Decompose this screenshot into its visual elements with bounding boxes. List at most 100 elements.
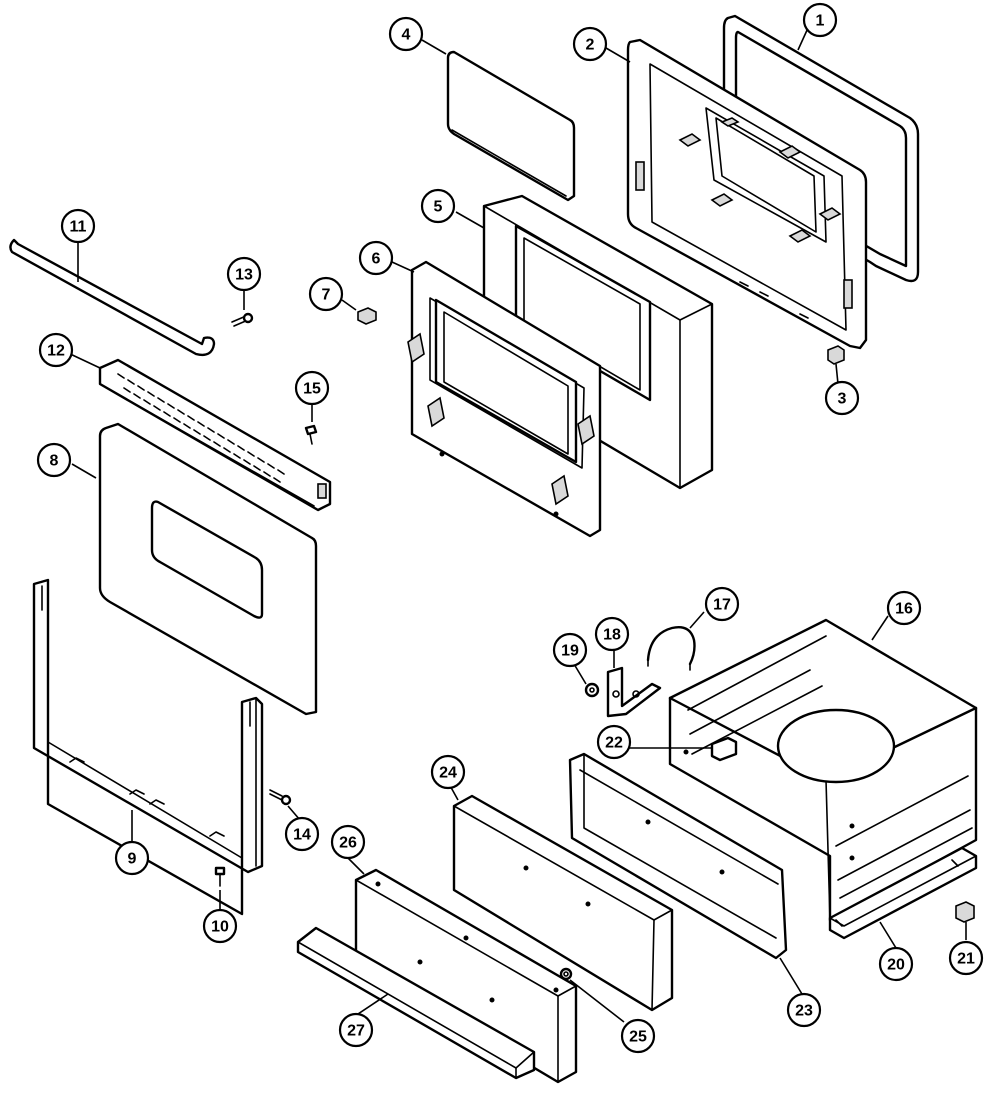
callout-18: 18 <box>594 616 630 652</box>
callout-label: 14 <box>293 827 311 844</box>
callout-circle <box>594 616 630 652</box>
callout-8: 8 <box>36 442 72 478</box>
callout-label: 26 <box>339 835 357 852</box>
callout-circle <box>358 240 394 276</box>
callout-circle <box>878 946 914 982</box>
part-19-nut <box>584 682 600 698</box>
part-18-bracket <box>606 666 662 718</box>
callout-circle <box>114 840 150 876</box>
part-12-vent-trim <box>98 358 332 512</box>
callout-6: 6 <box>358 240 394 276</box>
part-6-door-liner <box>407 260 602 538</box>
part-21-clip <box>955 901 975 923</box>
leader-lines <box>65 27 967 1023</box>
callout-label: 10 <box>211 919 229 936</box>
callout-circle <box>308 276 344 312</box>
part-15-screw <box>304 424 318 445</box>
callout-12: 12 <box>38 332 74 368</box>
part-8-outer-door-panel <box>98 422 318 716</box>
callout-circle <box>430 754 466 790</box>
callout-11: 11 <box>60 208 96 244</box>
callout-20: 20 <box>878 946 914 982</box>
callout-label: 13 <box>235 267 253 284</box>
part-11-door-handle <box>9 238 216 357</box>
callout-circle <box>36 442 72 478</box>
callout-24: 24 <box>430 754 466 790</box>
callout-circle <box>226 256 262 292</box>
callout-label: 8 <box>50 453 59 470</box>
callout-label: 19 <box>561 643 579 660</box>
part-13-screw <box>231 312 254 327</box>
part-17-wire-clip <box>646 626 696 671</box>
callout-label: 3 <box>838 391 847 408</box>
part-27-handle-trim <box>296 926 536 1080</box>
callout-9: 9 <box>114 840 150 876</box>
callout-circle <box>60 208 96 244</box>
callout-label: 22 <box>605 735 623 752</box>
callout-label: 21 <box>957 951 975 968</box>
callout-label: 15 <box>303 381 321 398</box>
callout-circle <box>886 590 922 626</box>
callout-label: 7 <box>322 287 331 304</box>
callout-14: 14 <box>284 816 320 852</box>
callout-label: 2 <box>586 37 595 54</box>
callout-label: 5 <box>434 199 443 216</box>
callout-7: 7 <box>308 276 344 312</box>
callout-17: 17 <box>704 586 740 622</box>
callout-label: 6 <box>372 251 381 268</box>
callout-circle <box>704 586 740 622</box>
callout-22: 22 <box>596 724 632 760</box>
callout-circle <box>284 816 320 852</box>
callout-26: 26 <box>330 824 366 860</box>
callout-23: 23 <box>786 992 822 1028</box>
callout-circle <box>596 724 632 760</box>
callout-circle <box>620 1018 656 1054</box>
callout-label: 25 <box>629 1029 647 1046</box>
part-23-drawer-front <box>568 752 788 960</box>
callout-circle <box>338 1012 374 1048</box>
callout-21: 21 <box>948 940 984 976</box>
callout-label: 23 <box>795 1003 813 1020</box>
callout-label: 27 <box>347 1023 365 1040</box>
callout-label: 16 <box>895 601 913 618</box>
callout-5: 5 <box>420 188 456 224</box>
callout-25: 25 <box>620 1018 656 1054</box>
callout-label: 11 <box>70 219 87 236</box>
callout-label: 20 <box>887 957 905 974</box>
callout-label: 18 <box>603 627 621 644</box>
callout-15: 15 <box>294 370 330 406</box>
callout-label: 4 <box>402 27 411 44</box>
callout-27: 27 <box>338 1012 374 1048</box>
callout-4: 4 <box>388 16 424 52</box>
callout-circle <box>824 380 860 416</box>
part-2-door-inner-frame <box>626 38 868 350</box>
callout-3: 3 <box>824 380 860 416</box>
callout-circle <box>38 332 74 368</box>
part-20-drawer-rail <box>828 846 978 940</box>
callout-label: 12 <box>47 343 65 360</box>
callout-circle <box>294 370 330 406</box>
part-24-insulation-block <box>452 794 674 1012</box>
callout-circle <box>552 632 588 668</box>
callout-13: 13 <box>226 256 262 292</box>
part-22-glide <box>710 736 738 762</box>
callout-label: 17 <box>713 597 731 614</box>
callout-16: 16 <box>886 590 922 626</box>
callout-circle <box>572 26 608 62</box>
callout-2: 2 <box>572 26 608 62</box>
part-5-insulation-box <box>482 194 714 490</box>
callout-circle <box>420 188 456 224</box>
part-3-clip <box>827 345 845 365</box>
part-14-screw <box>269 789 292 806</box>
callout-circle <box>802 2 838 38</box>
callout-circle <box>786 992 822 1028</box>
callout-label: 9 <box>128 851 137 868</box>
callout-19: 19 <box>552 632 588 668</box>
callout-circle <box>202 908 238 944</box>
callout-circle <box>330 824 366 860</box>
callout-1: 1 <box>802 2 838 38</box>
part-7-spacer <box>357 307 377 325</box>
callout-label: 1 <box>816 13 825 30</box>
